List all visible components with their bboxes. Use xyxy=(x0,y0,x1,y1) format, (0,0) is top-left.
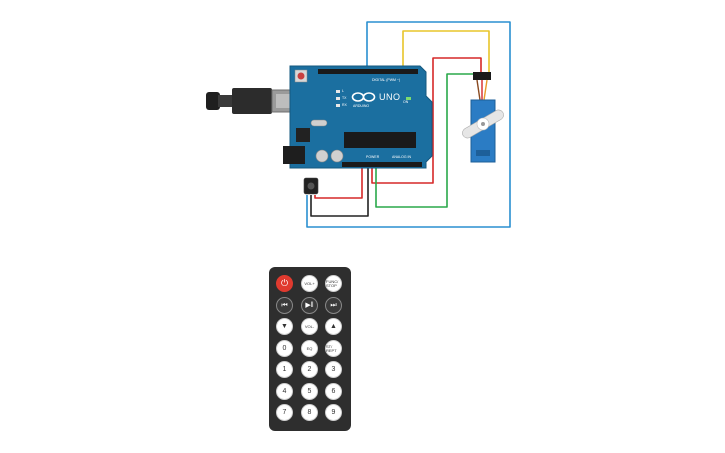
down-button[interactable]: ▼ xyxy=(276,318,293,335)
st-rept-button[interactable]: ST/ REPT xyxy=(325,340,342,357)
eq-button[interactable]: EQ xyxy=(301,340,318,357)
tx-led-label: TX xyxy=(342,96,347,100)
ir-receiver-sensor[interactable] xyxy=(303,177,319,195)
key-2-button[interactable]: 2 xyxy=(301,361,318,378)
key-4-button[interactable]: 4 xyxy=(276,383,293,400)
servo-motor[interactable] xyxy=(461,72,506,163)
key-9-button[interactable]: 9 xyxy=(325,404,342,421)
servo-connector xyxy=(473,72,491,80)
rx-led-label: RX xyxy=(342,103,347,107)
func-stop-button[interactable]: FUNC/ STOP xyxy=(325,275,342,292)
digital-header xyxy=(318,69,418,74)
key-3-button[interactable]: 3 xyxy=(325,361,342,378)
key-5-button[interactable]: 5 xyxy=(301,383,318,400)
arduino-logo xyxy=(351,92,376,102)
wire-red-ir[interactable] xyxy=(314,163,363,199)
key-7-button[interactable]: 7 xyxy=(276,404,293,421)
wire-green-servo[interactable] xyxy=(375,73,475,208)
up-button[interactable]: ▲ xyxy=(325,318,342,335)
key-8-button[interactable]: 8 xyxy=(301,404,318,421)
power-label: POWER xyxy=(366,155,380,159)
analog-in-label: ANALOG IN xyxy=(392,155,412,159)
on-led-label: ON xyxy=(403,100,409,104)
wires xyxy=(306,21,511,228)
arduino-model-label: UNO xyxy=(379,92,401,102)
vol-down-button[interactable]: VOL- xyxy=(301,318,318,335)
key-1-button[interactable]: 1 xyxy=(276,361,293,378)
ir-remote: ⏻ VOL+ FUNC/ STOP ⏮ ▶‖ ⏭ ▼ VOL- ▲ 0 EQ S… xyxy=(269,267,351,431)
play-pause-button[interactable]: ▶‖ xyxy=(301,297,318,314)
prev-button[interactable]: ⏮ xyxy=(276,297,293,314)
key-0-button[interactable]: 0 xyxy=(276,340,293,357)
power-analog-header xyxy=(342,162,422,167)
arduino-uno-board[interactable] xyxy=(283,65,433,169)
digital-pwm-label: DIGITAL (PWM ~) xyxy=(372,78,401,82)
wire-red-servo[interactable] xyxy=(371,57,482,184)
atmega-chip xyxy=(344,132,416,148)
wire-yellow[interactable] xyxy=(402,30,490,74)
wire-black-ir[interactable] xyxy=(310,163,369,217)
key-6-button[interactable]: 6 xyxy=(325,383,342,400)
power-button[interactable]: ⏻ xyxy=(276,275,293,292)
wire-blue[interactable] xyxy=(306,21,511,228)
next-button[interactable]: ⏭ xyxy=(325,297,342,314)
l-led-label: L xyxy=(342,89,344,93)
usb-cable xyxy=(206,88,305,114)
vol-up-button[interactable]: VOL+ xyxy=(301,275,318,292)
power-jack xyxy=(283,146,305,164)
arduino-brand-label: ARDUINO xyxy=(353,104,370,108)
